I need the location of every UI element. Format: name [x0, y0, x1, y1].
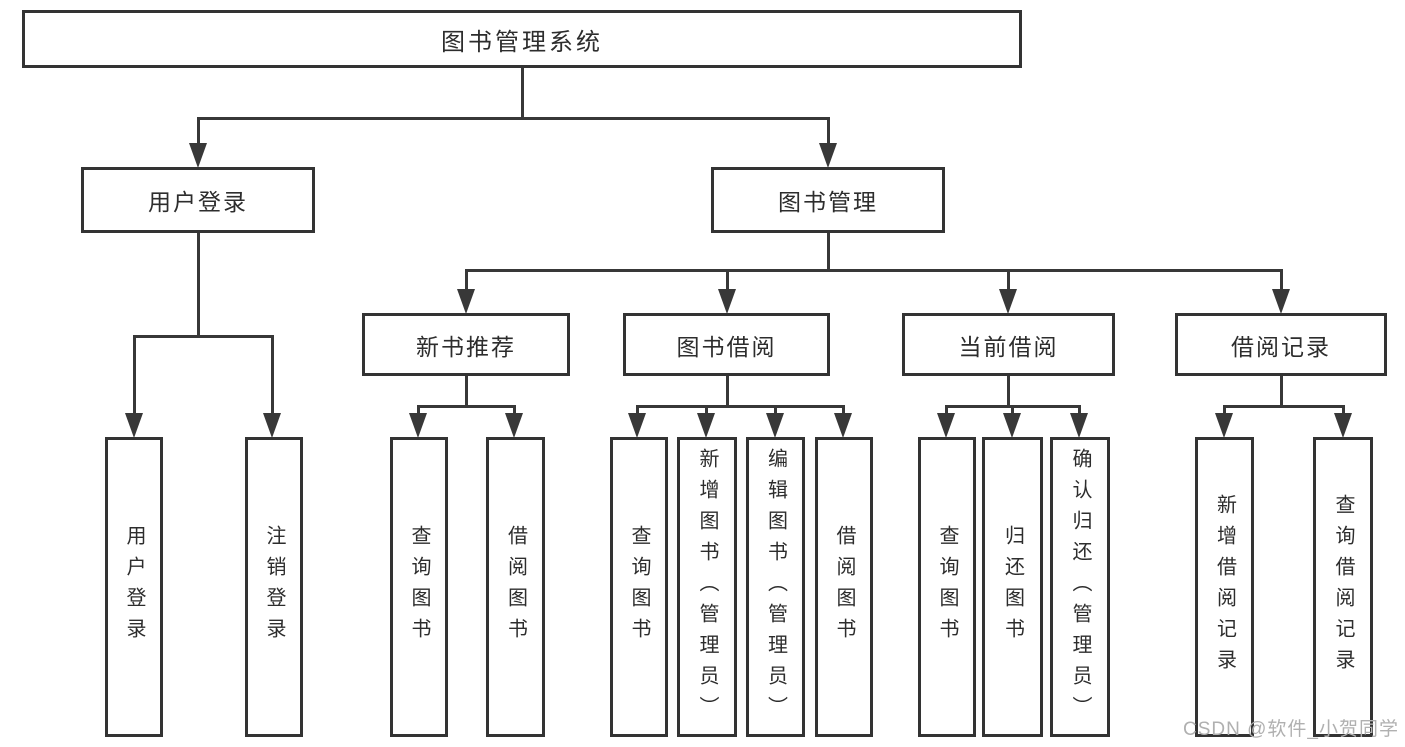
connector-line	[133, 334, 274, 338]
arrowhead-down-icon	[409, 413, 427, 438]
node-current-confirm-return-admin-label: 确认归还（管理员）	[1069, 447, 1091, 727]
connector-line	[1341, 406, 1345, 416]
connector-line	[1006, 270, 1010, 294]
node-login-user-login: 用户登录	[105, 437, 163, 737]
node-login-user-login-label: 用户登录	[123, 525, 145, 649]
connector-line	[512, 406, 516, 416]
connector-line	[132, 336, 136, 416]
arrowhead-down-icon	[766, 413, 784, 438]
connector-line	[1279, 376, 1283, 408]
node-borrowing-records: 借阅记录	[1175, 313, 1387, 376]
arrowhead-down-icon	[819, 143, 837, 168]
connector-line	[1223, 404, 1345, 408]
connector-line	[1279, 270, 1283, 294]
node-new-book-recommend-label: 新书推荐	[416, 333, 516, 360]
node-current-borrowing: 当前借阅	[902, 313, 1115, 376]
connector-line	[636, 404, 845, 408]
node-login-logout: 注销登录	[245, 437, 303, 737]
node-borrowing-edit-books-admin-label: 编辑图书（管理员）	[764, 447, 787, 727]
connector-line	[945, 404, 1081, 408]
node-borrowing-add-books-admin: 新增图书（管理员）	[677, 437, 737, 737]
arrowhead-down-icon	[505, 413, 523, 438]
connector-line	[725, 376, 729, 408]
arrowhead-down-icon	[189, 143, 207, 168]
connector-line	[464, 376, 468, 408]
arrowhead-down-icon	[1272, 289, 1290, 314]
connector-line	[841, 406, 845, 416]
node-borrowing-add-books-admin-label: 新增图书（管理员）	[696, 447, 718, 727]
connector-line	[520, 68, 524, 118]
connector-line	[417, 404, 516, 408]
node-recommend-query-books-label: 查询图书	[408, 525, 430, 649]
connector-line	[270, 336, 274, 416]
connector-line	[826, 233, 830, 272]
node-user-login-group-label: 用户登录	[148, 189, 248, 215]
arrowhead-down-icon	[1215, 413, 1233, 438]
node-recommend-borrow-books: 借阅图书	[486, 437, 545, 737]
connector-line	[773, 406, 777, 416]
arrowhead-down-icon	[1334, 413, 1352, 438]
node-user-login-group: 用户登录	[81, 167, 315, 233]
connector-line	[416, 406, 420, 416]
node-library-system: 图书管理系统	[22, 10, 1022, 68]
connector-line	[704, 406, 708, 416]
arrowhead-down-icon	[628, 413, 646, 438]
node-records-query-record-label: 查询借阅记录	[1332, 494, 1354, 680]
node-book-borrowing: 图书借阅	[623, 313, 830, 376]
node-current-confirm-return-admin: 确认归还（管理员）	[1050, 437, 1110, 737]
arrowhead-down-icon	[937, 413, 955, 438]
node-current-return-books: 归还图书	[982, 437, 1043, 737]
connector-line	[725, 270, 729, 294]
arrowhead-down-icon	[457, 289, 475, 314]
connector-line	[196, 233, 200, 338]
node-login-logout-label: 注销登录	[263, 525, 285, 649]
node-current-borrowing-label: 当前借阅	[958, 333, 1059, 360]
arrowhead-down-icon	[697, 413, 715, 438]
node-current-query-books: 查询图书	[918, 437, 976, 737]
arrowhead-down-icon	[834, 413, 852, 438]
node-borrowing-query-books-label: 查询图书	[628, 525, 650, 649]
node-current-return-books-label: 归还图书	[1001, 525, 1024, 649]
node-borrowing-records-label: 借阅记录	[1231, 333, 1331, 360]
node-new-book-recommend: 新书推荐	[362, 313, 570, 376]
node-borrowing-query-books: 查询图书	[610, 437, 668, 737]
arrowhead-down-icon	[125, 413, 143, 438]
arrowhead-down-icon	[1070, 413, 1088, 438]
connector-line	[944, 406, 948, 416]
node-borrowing-borrow-books-label: 借阅图书	[833, 525, 855, 649]
connector-line	[465, 268, 1283, 272]
node-records-add-record: 新增借阅记录	[1195, 437, 1254, 737]
arrowhead-down-icon	[263, 413, 281, 438]
connector-line	[1010, 406, 1014, 416]
node-records-query-record: 查询借阅记录	[1313, 437, 1373, 737]
csdn-watermark: CSDN @软件_小贺同学	[1183, 719, 1399, 740]
node-records-add-record-label: 新增借阅记录	[1213, 494, 1236, 680]
connector-line	[1222, 406, 1226, 416]
connector-line	[1006, 376, 1010, 408]
node-book-borrowing-label: 图书借阅	[676, 333, 777, 360]
node-book-management: 图书管理	[711, 167, 945, 233]
node-library-system-label: 图书管理系统	[441, 28, 603, 56]
connector-line	[826, 118, 830, 146]
node-borrowing-borrow-books: 借阅图书	[815, 437, 873, 737]
node-recommend-query-books: 查询图书	[390, 437, 448, 737]
arrowhead-down-icon	[999, 289, 1017, 314]
connector-line	[464, 270, 468, 294]
arrowhead-down-icon	[1003, 413, 1021, 438]
node-recommend-borrow-books-label: 借阅图书	[504, 525, 527, 649]
connector-line	[196, 118, 200, 146]
node-book-management-label: 图书管理	[778, 189, 878, 215]
connector-line	[197, 116, 830, 120]
arrowhead-down-icon	[718, 289, 736, 314]
connector-line	[635, 406, 639, 416]
node-current-query-books-label: 查询图书	[936, 525, 958, 649]
node-borrowing-edit-books-admin: 编辑图书（管理员）	[746, 437, 805, 737]
connector-line	[1077, 406, 1081, 416]
